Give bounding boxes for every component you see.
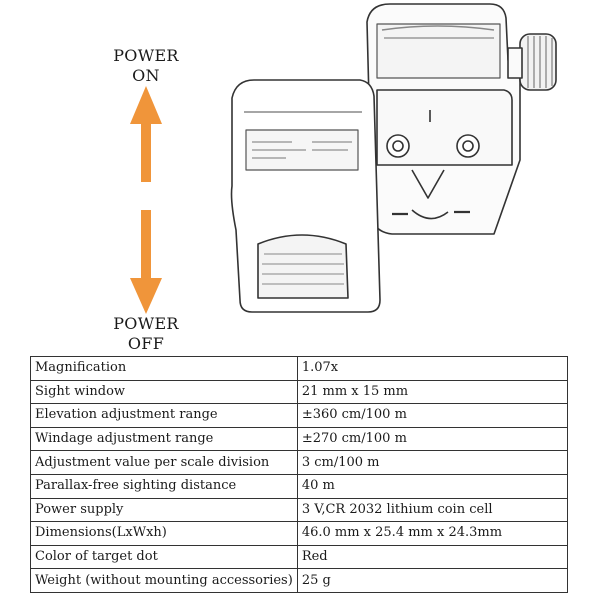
spec-value: 1.07x — [296, 356, 569, 381]
spec-value: 3 V,CR 2032 lithium coin cell — [296, 497, 569, 523]
spec-label: Color of target dot — [30, 544, 298, 570]
power-off-label-bottom: OFF — [127, 334, 165, 353]
spec-row: Windage adjustment range±270 cm/100 m — [30, 426, 569, 452]
spec-value: 25 g — [296, 568, 569, 593]
spec-row: Weight (without mounting accessories)25 … — [30, 568, 569, 593]
spec-value: Red — [296, 544, 569, 570]
spec-row: Dimensions(LxWxh)46.0 mm x 25.4 mm x 24.… — [30, 521, 569, 546]
spec-label: Dimensions(LxWxh) — [30, 521, 298, 546]
spec-value: ±270 cm/100 m — [296, 426, 569, 452]
spec-value: 3 cm/100 m — [296, 450, 569, 475]
power-on-label-bottom: ON — [132, 66, 160, 85]
down-arrow-icon — [130, 210, 162, 314]
spec-label: Adjustment value per scale division — [30, 450, 298, 475]
spec-row: Elevation adjustment range±360 cm/100 m — [30, 403, 569, 428]
spec-label: Parallax-free sighting distance — [30, 473, 298, 499]
spec-value: 40 m — [296, 473, 569, 499]
spec-value: ±360 cm/100 m — [296, 403, 569, 428]
spec-label: Power supply — [30, 497, 298, 523]
red-dot-sight-illustration — [230, 3, 557, 313]
power-on-label-top: POWER — [113, 46, 179, 65]
spec-value: 46.0 mm x 25.4 mm x 24.3mm — [296, 521, 569, 546]
spec-label: Windage adjustment range — [30, 426, 298, 452]
spec-label: Weight (without mounting accessories) — [30, 568, 298, 593]
spec-label: Magnification — [30, 356, 298, 381]
power-off-label-top: POWER — [113, 314, 179, 333]
spec-value: 21 mm x 15 mm — [296, 379, 569, 405]
spec-label: Sight window — [30, 379, 298, 405]
power-arrows-illustration — [130, 86, 162, 314]
spec-label: Elevation adjustment range — [30, 403, 298, 428]
up-arrow-icon — [130, 86, 162, 182]
